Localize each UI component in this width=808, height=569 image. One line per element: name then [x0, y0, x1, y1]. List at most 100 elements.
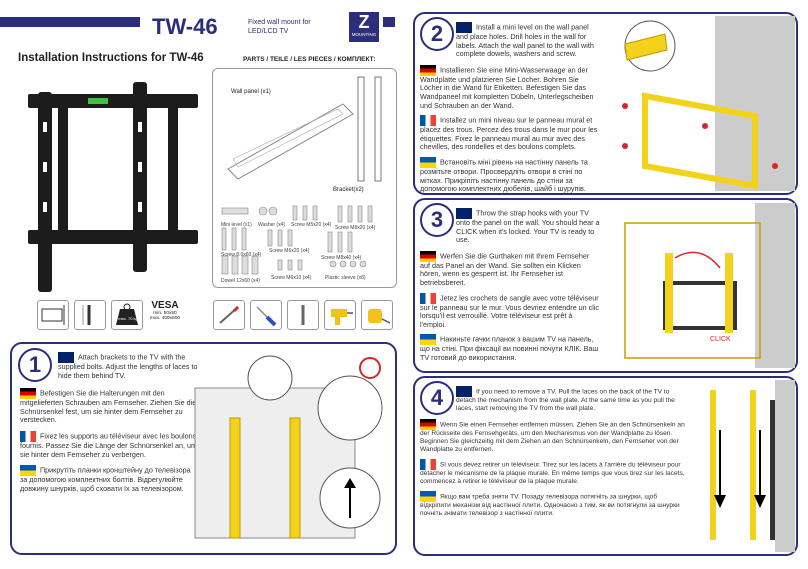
uk-flag-icon [456, 208, 472, 219]
product-image [18, 72, 198, 292]
model-title: TW-46 [152, 14, 218, 39]
page-title: Installation Instructions for TW-46 [18, 52, 204, 64]
tool-drillbit-icon [287, 300, 319, 330]
ua-flag-icon [420, 491, 436, 502]
de-flag-icon [420, 64, 436, 76]
wall-panel-drawing [227, 103, 354, 180]
logo: Z MOUNTING [349, 12, 379, 42]
vesa-max: max. 400x600 [149, 316, 181, 321]
bracket-drawing [357, 76, 382, 182]
step-1-fr: Fixez les supports au téléviseur avec le… [20, 430, 198, 459]
step-1-ua: Прикрутіть планки кронштейну до телевізо… [20, 465, 198, 493]
fr-flag-icon [420, 115, 436, 127]
step-2-en-text: Install a mini level on the wall panel a… [456, 22, 594, 59]
step-4-panel [413, 376, 798, 556]
step-3-de-text: Werfen Sie die Gurthaken mit Ihrem Ferns… [420, 251, 590, 287]
step-1-en-text: Attach brackets to the TV with the suppl… [58, 352, 198, 380]
step-4-ua-text: Якщо вам треба зняти TV. Позаду телевізо… [420, 493, 680, 517]
vesa-min: min. 50x50 [153, 311, 177, 316]
step-3-ua-text: Накиньте гачки планок з вашим TV на пане… [420, 334, 599, 362]
step-3-fr: Jetez les crochets de sangle avec votre … [420, 292, 600, 330]
parts-box: Wall panel (x1) Bracket(x2) Mini level (… [212, 68, 397, 288]
step-4-en-text: If you need to remove a TV. Pull the lac… [456, 388, 675, 412]
fr-flag-icon [420, 292, 436, 304]
step-2-illustration [622, 16, 795, 191]
step-3-ua: Накиньте гачки планок з вашим TV на пане… [420, 334, 600, 362]
spec-weight-icon: max. 70 kg [111, 300, 143, 330]
step-3-number: 3 [420, 203, 454, 237]
uk-flag-icon [456, 386, 472, 397]
subtitle-line1: Fixed wall mount for [248, 19, 311, 26]
de-flag-icon [420, 250, 436, 262]
step-3-click: CLICK [710, 336, 731, 343]
fr-flag-icon [420, 459, 436, 470]
spec-wall-icon [74, 300, 106, 330]
part-label-8: Screw M6x10 (x4) [271, 275, 312, 281]
part-label-1: Washer (x4) [258, 222, 286, 228]
step-4-illustration [710, 380, 795, 552]
small-parts-drawing [221, 205, 373, 275]
step-2-ua-text: Встановіть міні рівень на настінну панел… [420, 157, 588, 194]
step-3-fr-text: Jetez les crochets de sangle avec votre … [420, 292, 599, 329]
step-3-text: Throw the strap hooks with your TV onto … [420, 208, 600, 363]
weight-label: max. 70 kg [118, 316, 138, 321]
fr-flag-icon [20, 430, 36, 442]
part-label-6: Screw M8x40 (x4) [321, 255, 362, 261]
step-4-de-text: Wenn Sie einen Fernseher entfernen müsse… [420, 421, 685, 453]
header-bar-left [0, 17, 140, 27]
uk-flag-icon [456, 22, 472, 33]
part-label-2: Screw M5x20 (x4) [291, 222, 332, 228]
step-4-number: 4 [420, 381, 454, 415]
step-1-ua-text: Прикрутіть планки кронштейну до телевізо… [20, 465, 191, 493]
step-2-text: Install a mini level on the wall panel a… [420, 22, 600, 194]
step-1-de-text: Befestigen Sie die Halterungen mit den m… [20, 388, 197, 425]
spec-vesa: VESA min. 50x50 max. 400x600 [148, 300, 182, 330]
step-2-fr-text: Installez un mini niveau sur le panneau … [420, 115, 598, 152]
part-label-4: Screw 8.0x60 (x4) [221, 252, 262, 258]
header-bar-right [383, 17, 395, 27]
part-label-7: Dowel 12x60 (x4) [221, 278, 260, 284]
ua-flag-icon [420, 334, 436, 346]
part-label-5: Screw M6x20 (x4) [269, 248, 310, 254]
bracket-label: Bracket(x2) [333, 187, 364, 193]
tool-drill-icon [324, 300, 356, 330]
step-4-fr: Si vous devez retirer un téléviseur. Tir… [420, 459, 688, 486]
step-3-de: Werfen Sie die Gurthaken mit Ihrem Ferns… [420, 250, 600, 288]
part-label-3: Screw M8x20 (x4) [335, 225, 376, 231]
step-2-de-text: Installieren Sie eine Mini-Wasserwaage a… [420, 65, 594, 110]
vesa-title: VESA [151, 300, 179, 311]
parts-title: PARTS / TEILE / LES PIECES / КОМПЛЕКТ: [243, 56, 376, 63]
step-4-en: If you need to remove a TV. Pull the lac… [456, 386, 688, 413]
step-2-ua: Встановіть міні рівень на настінну панел… [420, 156, 600, 194]
subtitle: Fixed wall mount for LED/LCD TV [248, 18, 311, 36]
step-2-number: 2 [420, 17, 454, 51]
step-1-en: Attach brackets to the TV with the suppl… [58, 352, 198, 380]
step-4-ua: Якщо вам треба зняти TV. Позаду телевізо… [420, 491, 688, 518]
step-3-en-text: Throw the strap hooks with your TV onto … [456, 208, 600, 245]
de-flag-icon [20, 388, 36, 400]
step-2-de: Installieren Sie eine Mini-Wasserwaage a… [420, 64, 600, 110]
step-3-en: Throw the strap hooks with your TV onto … [456, 208, 600, 245]
step-1-de: Befestigen Sie die Halterungen mit den m… [20, 388, 198, 425]
tool-tape-icon [361, 300, 393, 330]
step-1-text: Attach brackets to the TV with the suppl… [20, 352, 198, 493]
step-2-fr: Installez un mini niveau sur le panneau … [420, 115, 600, 152]
ua-flag-icon [420, 156, 436, 168]
step-4-text: If you need to remove a TV. Pull the lac… [420, 386, 688, 518]
step-4-de: Wenn Sie einen Fernseher entfernen müsse… [420, 419, 688, 454]
logo-text: MOUNTING [351, 32, 377, 37]
uk-flag-icon [58, 352, 74, 363]
ua-flag-icon [20, 465, 36, 477]
step-4-fr-text: Si vous devez retirer un téléviseur. Tir… [420, 461, 685, 485]
step-3-illustration: CLICK [624, 203, 795, 368]
step-1-fr-text: Fixez les supports au téléviseur avec le… [20, 431, 197, 459]
logo-letter: Z [358, 12, 370, 32]
part-label-9: Plastic sleeve (x8) [325, 275, 366, 281]
spec-tv-icon [37, 300, 69, 330]
subtitle-line2: LED/LCD TV [248, 28, 289, 35]
tool-pencil-icon [213, 300, 245, 330]
step-1-illustration [194, 355, 383, 539]
step-2-en: Install a mini level on the wall panel a… [456, 22, 600, 59]
step-1-number: 1 [18, 348, 52, 382]
tool-screwdriver-icon [250, 300, 282, 330]
